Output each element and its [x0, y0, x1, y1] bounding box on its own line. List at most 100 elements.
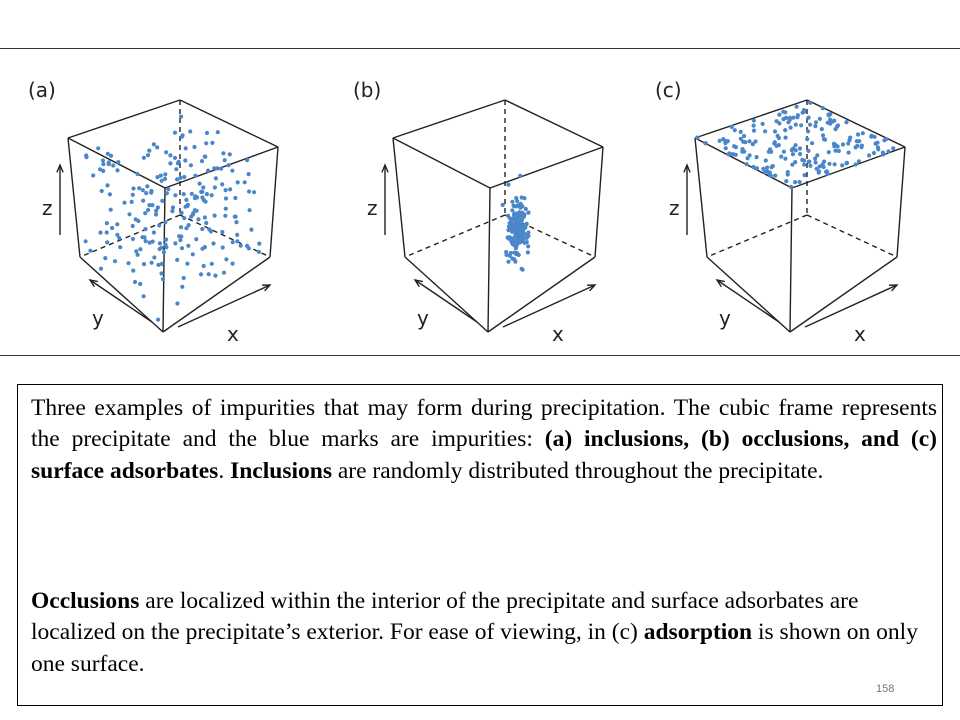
caption-bold-term: adsorption: [643, 619, 753, 646]
impurity-dot: [138, 281, 143, 287]
impurity-dot: [867, 153, 872, 158]
cube-edge: [392, 137, 491, 189]
impurity-dot: [247, 189, 252, 194]
impurity-dot: [206, 168, 211, 173]
impurity-dot: [222, 158, 227, 163]
cube-edge: [162, 256, 271, 333]
impurity-dot: [117, 236, 122, 241]
impurity-dot: [802, 158, 807, 163]
impurity-dot: [836, 148, 841, 154]
impurity-dot: [159, 271, 164, 276]
impurity-dot: [247, 208, 252, 213]
impurity-dot: [127, 212, 132, 217]
impurity-dot: [206, 272, 211, 277]
impurity-dot: [814, 166, 819, 171]
impurity-dot: [514, 243, 519, 249]
impurity-dot: [753, 139, 758, 144]
cube-edge: [694, 137, 708, 258]
impurity-dot: [172, 130, 178, 135]
impurity-dot: [779, 154, 784, 159]
impurity-dot: [115, 168, 120, 173]
impurity-dot: [144, 191, 149, 196]
axis-label-x: x: [552, 322, 564, 346]
impurity-dot: [172, 155, 178, 160]
impurity-dot: [795, 113, 801, 118]
impurity-dot: [754, 166, 760, 171]
impurity-dot: [186, 223, 191, 228]
impurity-dot: [213, 176, 218, 181]
impurity-dot: [808, 163, 813, 168]
impurity-dot: [174, 167, 179, 172]
impurity-dot: [154, 208, 159, 213]
caption-paragraph-2: Occlusions are localized within the inte…: [31, 586, 937, 680]
impurity-dot: [519, 219, 524, 224]
impurity-dot: [791, 115, 796, 120]
impurity-dot: [802, 173, 807, 178]
impurity-dot: [524, 235, 529, 240]
impurity-dot: [199, 159, 205, 164]
axis-label-y: y: [719, 306, 731, 330]
impurity-dot: [821, 164, 826, 170]
impurity-dot: [798, 151, 803, 157]
impurity-dot: [847, 138, 852, 143]
impurity-dot: [790, 162, 795, 167]
impurity-dot: [146, 153, 151, 158]
impurity-dot: [751, 118, 757, 123]
impurity-dot: [147, 148, 152, 153]
impurity-dot: [831, 141, 837, 146]
y-axis-arrow-head: [88, 278, 98, 288]
impurity-dot: [163, 172, 168, 177]
impurity-dot: [721, 137, 726, 142]
impurity-dot: [194, 208, 199, 213]
impurity-dot: [506, 259, 511, 264]
impurity-dot: [210, 140, 215, 145]
impurity-dot: [853, 162, 858, 167]
axis-label-x: x: [854, 322, 866, 346]
impurity-dot: [160, 198, 165, 203]
impurity-dot: [135, 171, 140, 177]
impurity-dot: [859, 143, 865, 148]
impurity-dot: [246, 172, 251, 177]
impurity-dot: [740, 149, 745, 154]
impurity-dot: [784, 179, 789, 184]
hidden-edge: [504, 214, 596, 258]
impurity-dot: [783, 135, 788, 140]
impurity-dot: [526, 210, 531, 215]
impurity-dot: [115, 232, 120, 237]
impurity-dot: [170, 209, 175, 214]
impurity-dot: [135, 252, 140, 257]
impurity-dot: [197, 181, 202, 186]
impurity-dot: [157, 223, 162, 228]
impurity-dot: [832, 162, 837, 167]
impurity-dot: [175, 177, 180, 182]
impurity-dot: [826, 113, 832, 118]
impurity-dot: [844, 120, 849, 125]
impurity-dot: [741, 133, 747, 139]
impurity-dot: [98, 167, 103, 172]
impurity-dot: [170, 205, 176, 210]
impurity-dot: [832, 118, 837, 123]
impurity-dot: [835, 123, 841, 128]
impurity-dot: [141, 262, 147, 267]
impurity-dot: [813, 160, 818, 165]
impurity-dot: [204, 130, 210, 136]
panel-label: (a): [28, 78, 56, 102]
impurity-dot: [193, 173, 198, 178]
cube-edge: [896, 146, 906, 258]
impurity-dot: [751, 128, 757, 133]
impurity-dot: [126, 261, 131, 266]
impurity-dot: [855, 132, 861, 137]
impurity-dot: [238, 243, 243, 248]
axis-label-z: z: [669, 196, 680, 220]
impurity-dot: [146, 207, 151, 213]
cube-edge: [392, 99, 506, 139]
panel-a: (a)zyx: [28, 78, 279, 346]
impurity-dot: [869, 134, 874, 139]
impurity-dot: [516, 222, 521, 227]
impurity-dot: [828, 121, 833, 126]
z-axis-arrow-head: [683, 163, 691, 173]
impurity-dot: [212, 185, 217, 190]
caption-bold-term: (a) inclusions, (b) occlusions, and (c) …: [31, 426, 937, 484]
impurity-dot: [184, 226, 189, 231]
impurity-dot: [846, 141, 851, 146]
